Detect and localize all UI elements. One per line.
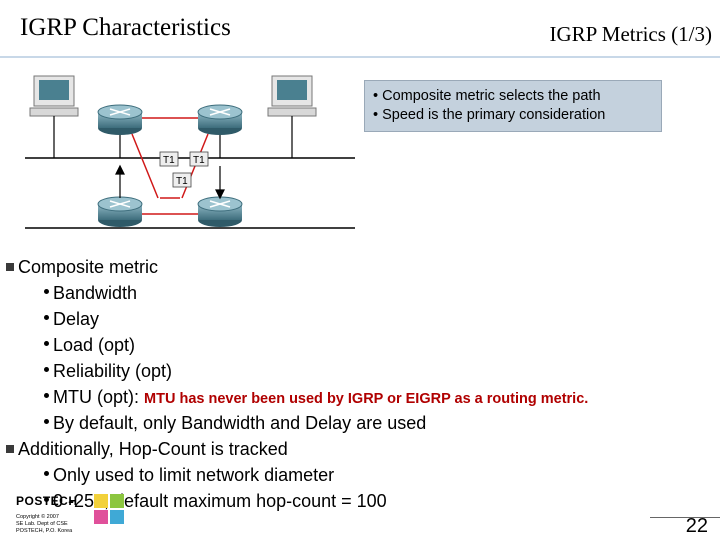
t1-label-left: T1 [159,151,179,167]
router-top-left-icon [97,104,143,135]
callout-box: • Composite metric selects the path • Sp… [364,80,662,132]
footer-logo: POSTECH Copyright © 2007 SE Lab. Dept of… [16,494,126,538]
dot-bullet-icon [44,393,49,398]
bullet-text: Additionally, Hop-Count is tracked [18,439,288,459]
router-top-right-icon [197,104,243,135]
dot-bullet-icon [44,341,49,346]
svg-text:T1: T1 [176,176,188,187]
square-bullet-icon [6,445,14,453]
dot-bullet-icon [44,315,49,320]
computer-right [267,75,317,158]
bullet-composite: Composite metric [6,256,158,278]
bullet-limit: Only used to limit network diameter [44,464,334,486]
logo-text: POSTECH [16,494,78,508]
dot-bullet-icon [44,367,49,372]
router-bottom-left-icon [97,196,143,227]
logo-blocks-icon [94,494,124,524]
square-bullet-icon [6,263,14,271]
title-divider [0,56,720,58]
t1-label-right: T1 [189,151,209,167]
callout-line-2: • Speed is the primary consideration [373,107,606,123]
lab-text: SE Lab. Dept of CSE [16,521,68,527]
dot-bullet-icon [44,419,49,424]
bullet-mtu: MTU (opt): MTU has never been used by IG… [44,386,588,410]
bullet-range: 0 -255, default maximum hop-count = 100 [44,490,387,512]
org-text: POSTECH, P.O. Korea [16,528,73,534]
bullet-text: Reliability (opt) [53,361,173,381]
computer-left [29,75,79,158]
bullet-text: Composite metric [18,257,159,277]
svg-text:T1: T1 [163,155,175,166]
bullet-reliability: Reliability (opt) [44,360,172,382]
bullet-hopcount: Additionally, Hop-Count is tracked [6,438,288,460]
callout-line-1: • Composite metric selects the path [373,88,601,104]
bullet-delay: Delay [44,308,99,330]
page-number: 22 [685,515,708,537]
network-diagram: T1 T1 T1 [25,75,355,229]
dot-bullet-icon [44,289,49,294]
bullet-text: By default, only Bandwidth and Delay are… [53,413,427,433]
slide-title: IGRP Characteristics [20,14,231,41]
bullet-text: Only used to limit network diameter [53,465,335,485]
slide-subtitle: IGRP Metrics (1/3) [549,22,712,46]
t1-label-center: T1 [172,172,192,188]
bullet-load: Load (opt) [44,334,135,356]
dot-bullet-icon [44,497,49,502]
mtu-note: MTU has never been used by IGRP or EIGRP… [144,391,589,407]
bullet-text: Delay [53,309,100,329]
copyright-text: Copyright © 2007 [16,514,59,520]
bullet-text: MTU (opt): [53,387,140,407]
svg-text:T1: T1 [193,155,205,166]
bullet-bandwidth: Bandwidth [44,282,137,304]
dot-bullet-icon [44,471,49,476]
bullet-text: 0 -255, default maximum hop-count = 100 [53,491,387,511]
router-bottom-right-icon [197,196,243,227]
bullet-text: Load (opt) [53,335,136,355]
bullet-text: Bandwidth [53,283,138,303]
bullet-default: By default, only Bandwidth and Delay are… [44,412,426,434]
page-number-rule [650,517,720,518]
traffic-arrows [115,164,225,200]
